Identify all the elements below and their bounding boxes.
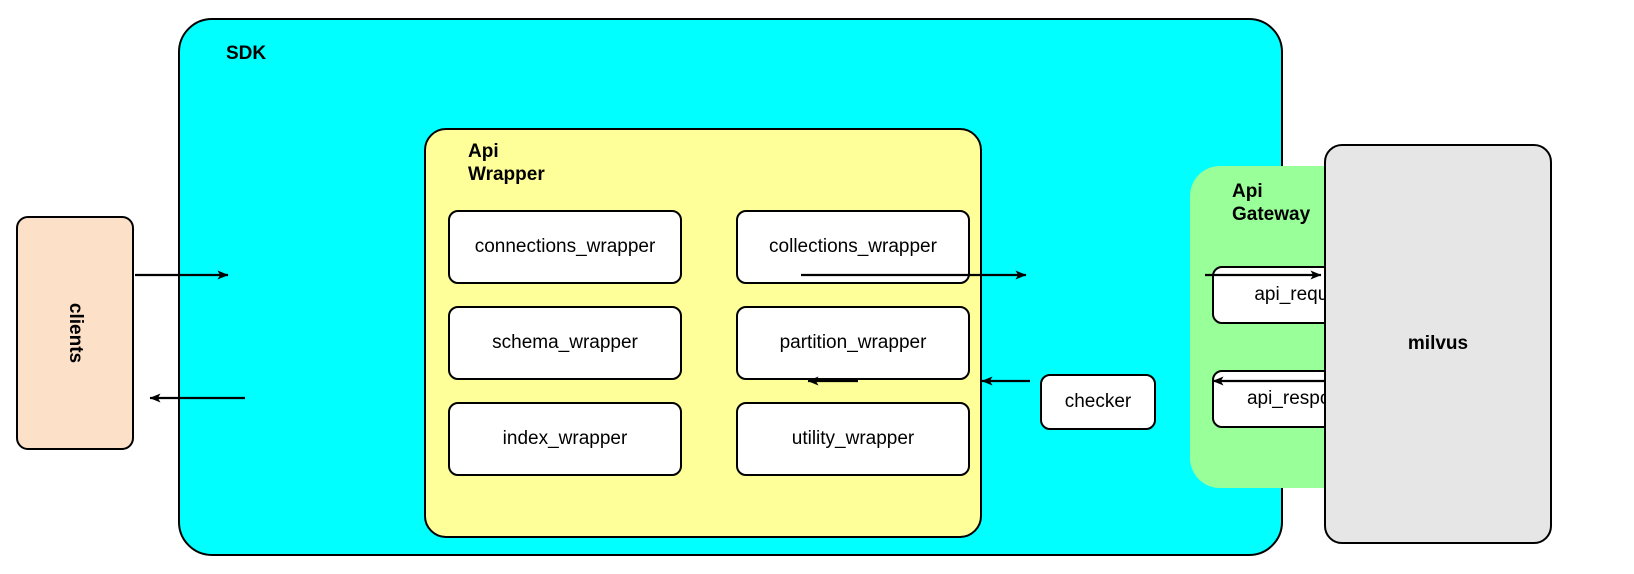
node-label: index_wrapper	[502, 428, 628, 449]
api-gateway-title: Api Gateway	[1232, 181, 1311, 226]
clients-container: clients	[16, 216, 134, 450]
node-schema-wrapper[interactable]: schema_wrapper	[448, 306, 682, 380]
node-label: partition_wrapper	[779, 332, 927, 353]
node-label: connections_wrapper	[474, 236, 656, 257]
node-checker[interactable]: checker	[1040, 374, 1156, 430]
api-wrapper-container: Api Wrapper connections_wrapper collecti…	[424, 128, 982, 538]
node-label: schema_wrapper	[492, 332, 638, 353]
clients-label: clients	[65, 302, 86, 364]
node-index-wrapper[interactable]: index_wrapper	[448, 402, 682, 476]
node-partition-wrapper[interactable]: partition_wrapper	[736, 306, 970, 380]
node-utility-wrapper[interactable]: utility_wrapper	[736, 402, 970, 476]
node-label: collections_wrapper	[769, 236, 937, 257]
milvus-container: milvus	[1324, 144, 1552, 544]
sdk-title: SDK	[226, 43, 267, 64]
node-label: checker	[1064, 391, 1132, 412]
node-connections-wrapper[interactable]: connections_wrapper	[448, 210, 682, 284]
node-collections-wrapper[interactable]: collections_wrapper	[736, 210, 970, 284]
api-wrapper-title: Api Wrapper	[468, 141, 545, 186]
milvus-label: milvus	[1407, 333, 1469, 354]
sdk-container: SDK Api Wrapper connections_wrapper coll…	[178, 18, 1418, 556]
node-label: utility_wrapper	[791, 428, 915, 449]
